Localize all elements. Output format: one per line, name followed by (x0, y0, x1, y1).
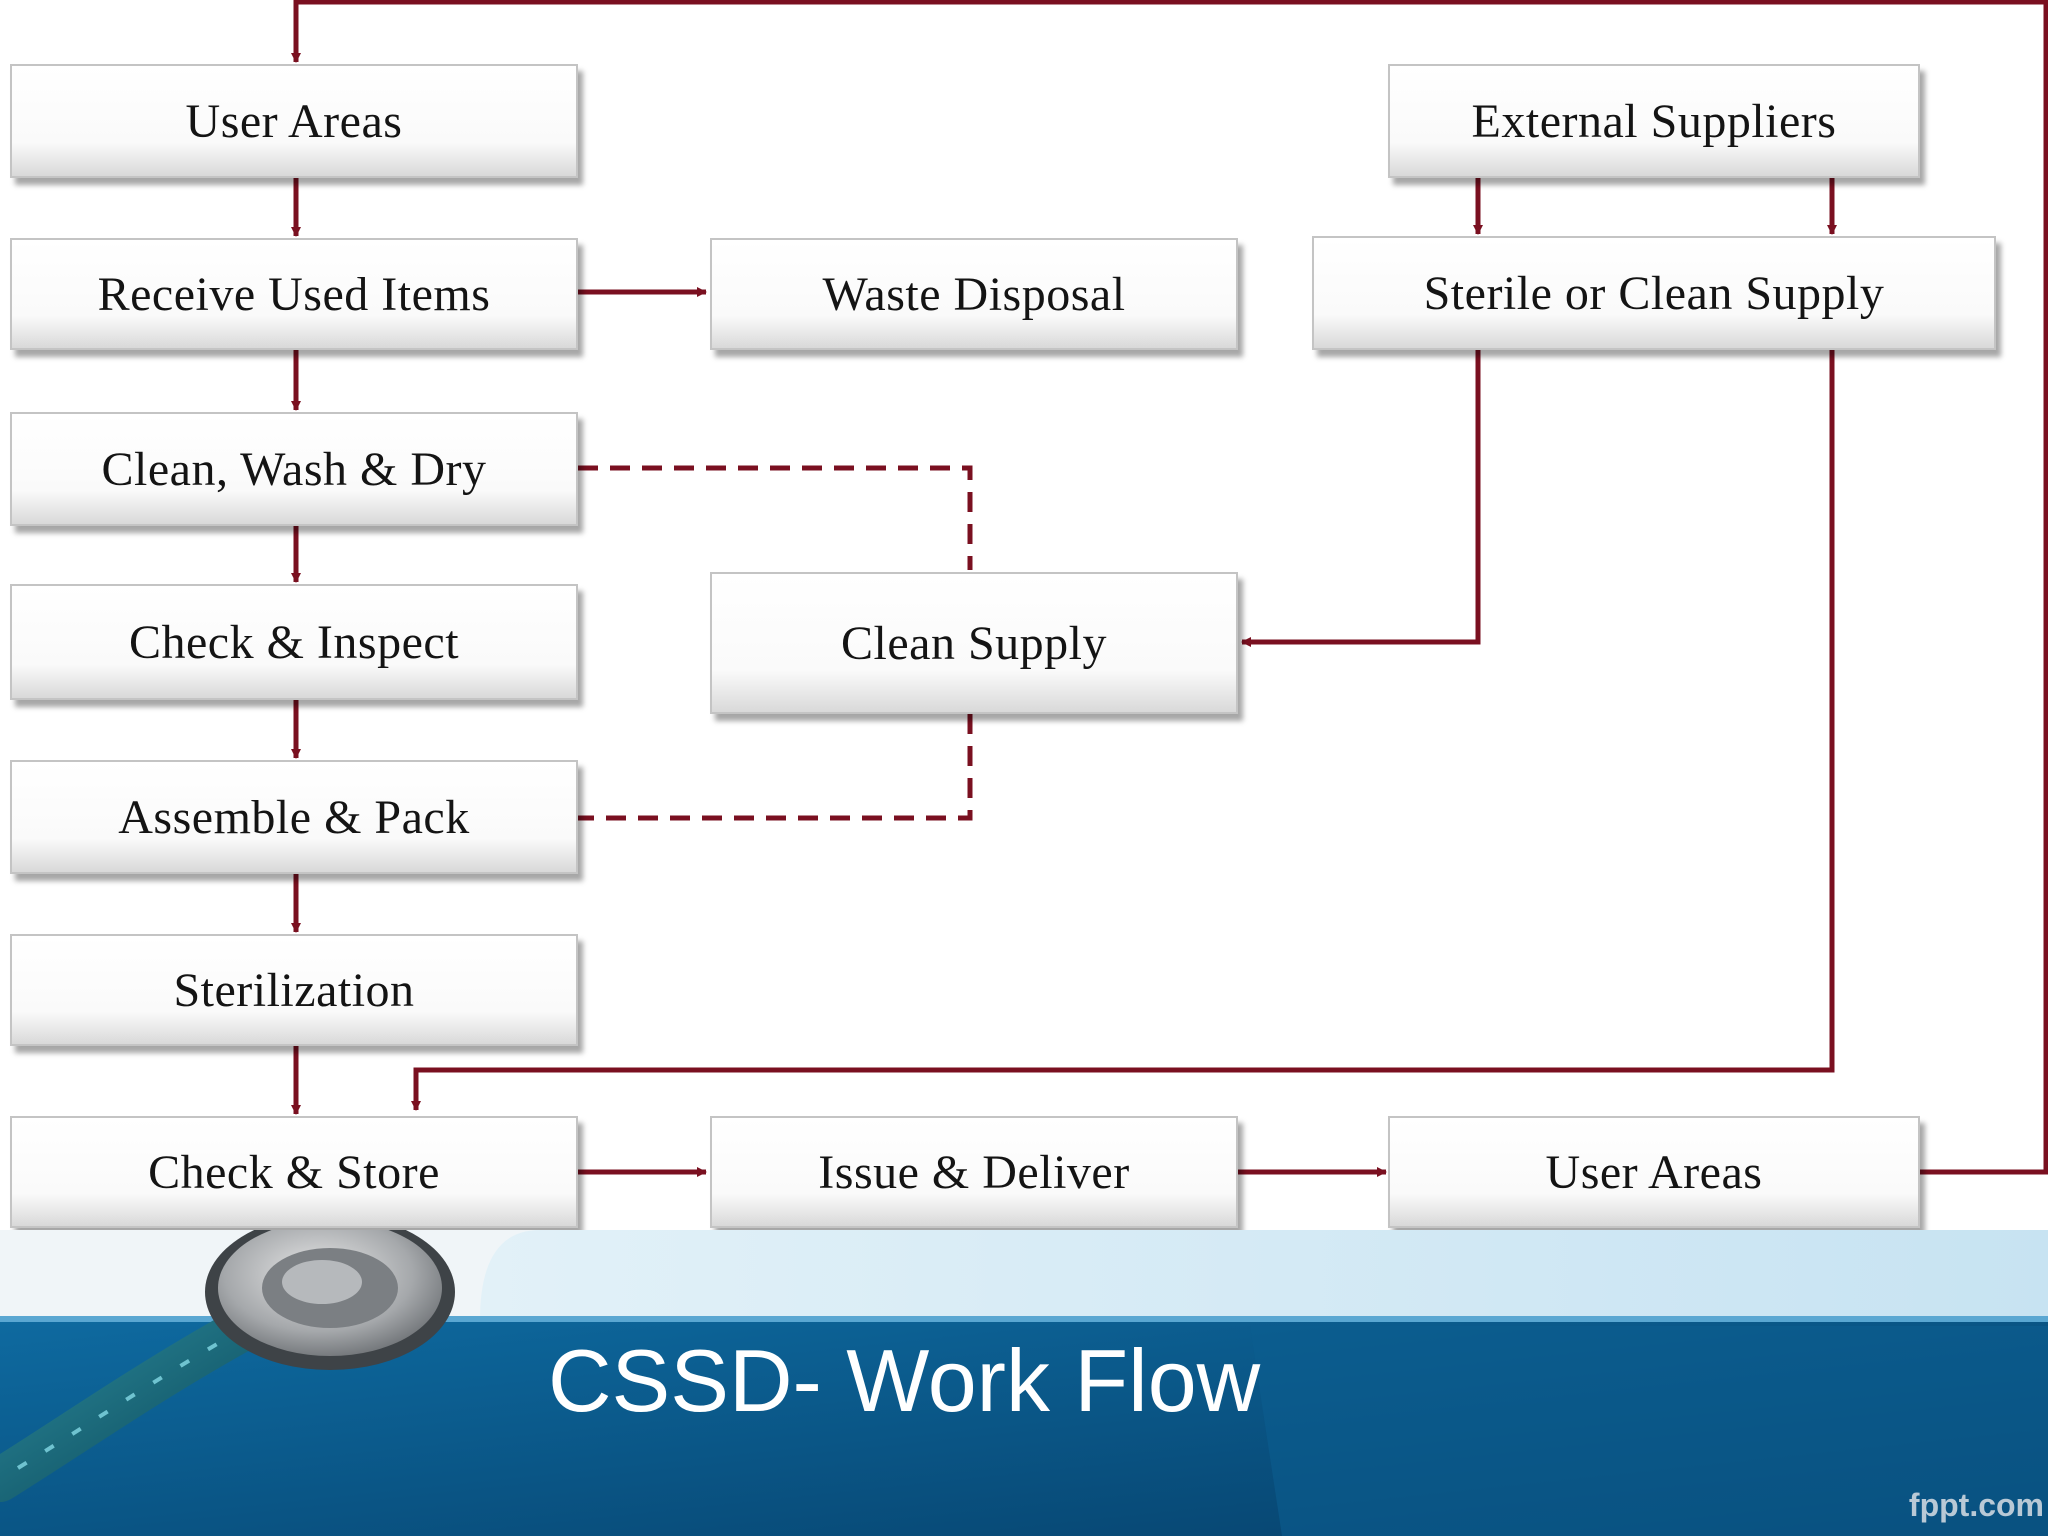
arrow-loop-to-user-areas (291, 0, 2048, 1175)
dashed-clean-supply-to-assemble (578, 714, 973, 821)
arrow-supply-to-store (411, 350, 1835, 1111)
box-sterile-or-clean-supply: Sterile or Clean Supply (1312, 236, 1996, 350)
box-waste-disposal: Waste Disposal (710, 238, 1238, 350)
banner-graphic (0, 1230, 2048, 1536)
title-banner: fppt.com (0, 1230, 2048, 1536)
box-external-suppliers: External Suppliers (1388, 64, 1920, 178)
box-assemble-pack: Assemble & Pack (10, 760, 578, 874)
arrow-supply-to-clean-supply (1241, 350, 1481, 647)
box-clean-supply: Clean Supply (710, 572, 1238, 714)
dashed-clean-to-clean-supply (578, 465, 973, 570)
box-clean-wash-dry: Clean, Wash & Dry (10, 412, 578, 526)
box-user-areas-top: User Areas (10, 64, 578, 178)
fppt-watermark: fppt.com (1908, 1487, 2044, 1523)
box-user-areas-bottom: User Areas (1388, 1116, 1920, 1228)
slide-title: CSSD- Work Flow (548, 1331, 1261, 1430)
box-issue-deliver: Issue & Deliver (710, 1116, 1238, 1228)
box-sterilization: Sterilization (10, 934, 578, 1046)
box-check-store: Check & Store (10, 1116, 578, 1228)
box-check-inspect: Check & Inspect (10, 584, 578, 700)
box-receive-used-items: Receive Used Items (10, 238, 578, 350)
